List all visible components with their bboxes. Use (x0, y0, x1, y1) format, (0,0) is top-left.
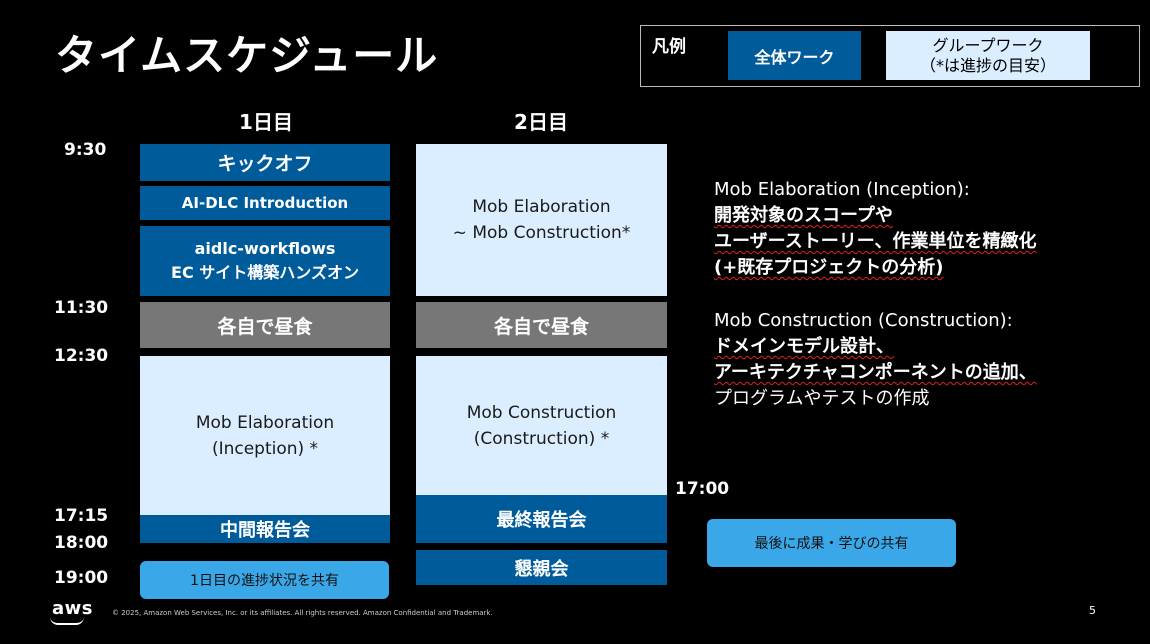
callout-day1-share: 1日目の進捗状況を共有 (140, 561, 389, 599)
day1-mob-line1: Mob Elaboration (195, 412, 335, 433)
desc-cons-line2: アーキテクチャコンポーネントの追加、 (714, 362, 1037, 383)
desc-cons-head: Mob Construction (Construction): (714, 310, 1013, 331)
day1-mob-elaboration: Mob Elaboration (Inception) * (140, 356, 390, 515)
desc-elab-line1: 開発対象のスコープや (714, 205, 893, 226)
desc-elaboration: Mob Elaboration (Inception): 開発対象のスコープや … (714, 177, 1037, 281)
desc-cons-line1: ドメインモデル設計、 (714, 336, 894, 357)
day2-header: 2日目 (514, 110, 568, 134)
legend-all-work: 全体ワーク (728, 31, 861, 80)
desc-cons-line3: プログラムやテストの作成 (714, 388, 930, 409)
day1-intro-label: AI-DLC Introduction (181, 194, 349, 212)
day2-lunch: 各自で昼食 (416, 302, 667, 348)
day1-mob-line2: (Inception) * (211, 438, 319, 459)
day2-party-label: 懇親会 (514, 558, 569, 580)
day2-finalreport-label: 最終報告会 (496, 510, 587, 531)
callout-day1-text: 1日目の進捗状況を共有 (190, 573, 339, 589)
day1-handson-line2: EC サイト構築ハンズオン (171, 263, 359, 282)
time-1130: 11:30 (54, 298, 109, 318)
legend-group-work: グループワーク （*は進捗の目安） (886, 31, 1090, 80)
desc-construction: Mob Construction (Construction): ドメインモデル… (714, 308, 1037, 412)
day2-finalreport: 最終報告会 (416, 495, 667, 543)
day1-lunch-label: 各自で昼食 (217, 315, 313, 338)
day2-party: 懇親会 (416, 550, 667, 585)
day1-header: 1日目 (239, 110, 293, 134)
day2-mob-elaboration: Mob Elaboration ~ Mob Construction* (416, 144, 667, 296)
day2-cons-line2: (Construction) * (473, 428, 610, 449)
legend-box (640, 25, 1140, 87)
day1-midreport: 中間報告会 (140, 515, 390, 543)
desc-elab-head: Mob Elaboration (Inception): (714, 179, 970, 200)
day1-midreport-label: 中間報告会 (220, 520, 310, 541)
page-title: タイムスケジュール (55, 31, 439, 80)
day2-cons-line1: Mob Construction (466, 402, 617, 423)
time-1230: 12:30 (54, 346, 109, 366)
day2-mob-construction: Mob Construction (Construction) * (416, 356, 667, 495)
day1-handson: aidlc-workflows EC サイト構築ハンズオン (140, 226, 390, 296)
callout-final-text: 最後に成果・学びの共有 (754, 536, 909, 552)
time-1900: 19:00 (54, 568, 109, 588)
day1-handson-line1: aidlc-workflows (194, 239, 336, 258)
legend-group-work-label: グループワーク (932, 35, 1044, 55)
day1-intro: AI-DLC Introduction (140, 186, 390, 220)
footer-copyright: © 2025, Amazon Web Services, Inc. or its… (112, 609, 493, 617)
day1-kickoff-label: キックオフ (217, 153, 313, 175)
callout-final-share: 最後に成果・学びの共有 (707, 519, 956, 567)
legend-group-work-note: （*は進捗の目安） (919, 55, 1056, 75)
day2-mob-line2: ~ Mob Construction* (452, 223, 631, 243)
time-1700: 17:00 (675, 479, 730, 499)
aws-logo: aws (52, 598, 93, 619)
legend-label: 凡例 (652, 37, 686, 57)
desc-elab-line3: (+既存プロジェクトの分析) (714, 257, 944, 278)
legend-all-work-label: 全体ワーク (754, 47, 835, 67)
day1-lunch: 各自で昼食 (140, 302, 390, 348)
desc-elab-line2: ユーザーストーリー、作業単位を精緻化 (714, 231, 1037, 252)
day1-kickoff: キックオフ (140, 144, 390, 181)
time-1800: 18:00 (54, 533, 109, 553)
day2-mob-line1: Mob Elaboration (472, 197, 611, 217)
page-number: 5 (1089, 604, 1096, 617)
aws-smile-icon (50, 617, 84, 625)
time-0930: 9:30 (64, 140, 107, 160)
day2-lunch-label: 各自で昼食 (493, 315, 589, 338)
time-1715: 17:15 (54, 506, 109, 526)
